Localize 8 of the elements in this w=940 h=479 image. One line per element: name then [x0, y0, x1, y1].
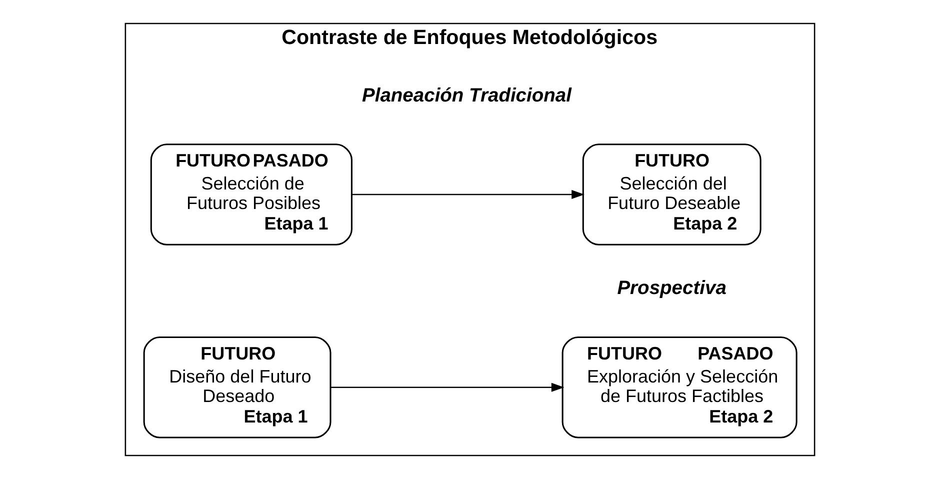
label: Planeación Tradicional: [362, 85, 572, 106]
arrow: [352, 190, 584, 199]
node-box: FUTURO PASADO Exploración y Selección de Futuros Factibles Etapa 2: [562, 336, 798, 438]
node-box: FUTURO Diseño del Futuro Deseado Etapa 1: [143, 336, 332, 438]
arrow: [330, 382, 564, 392]
node-box: FUTURO Selección del Futuro Deseable Etapa 2: [582, 144, 762, 246]
node-box: FUTURO PASADO Selección de Futuros Posibles Etapa 1: [150, 144, 352, 246]
label: Prospectiva: [617, 278, 726, 300]
